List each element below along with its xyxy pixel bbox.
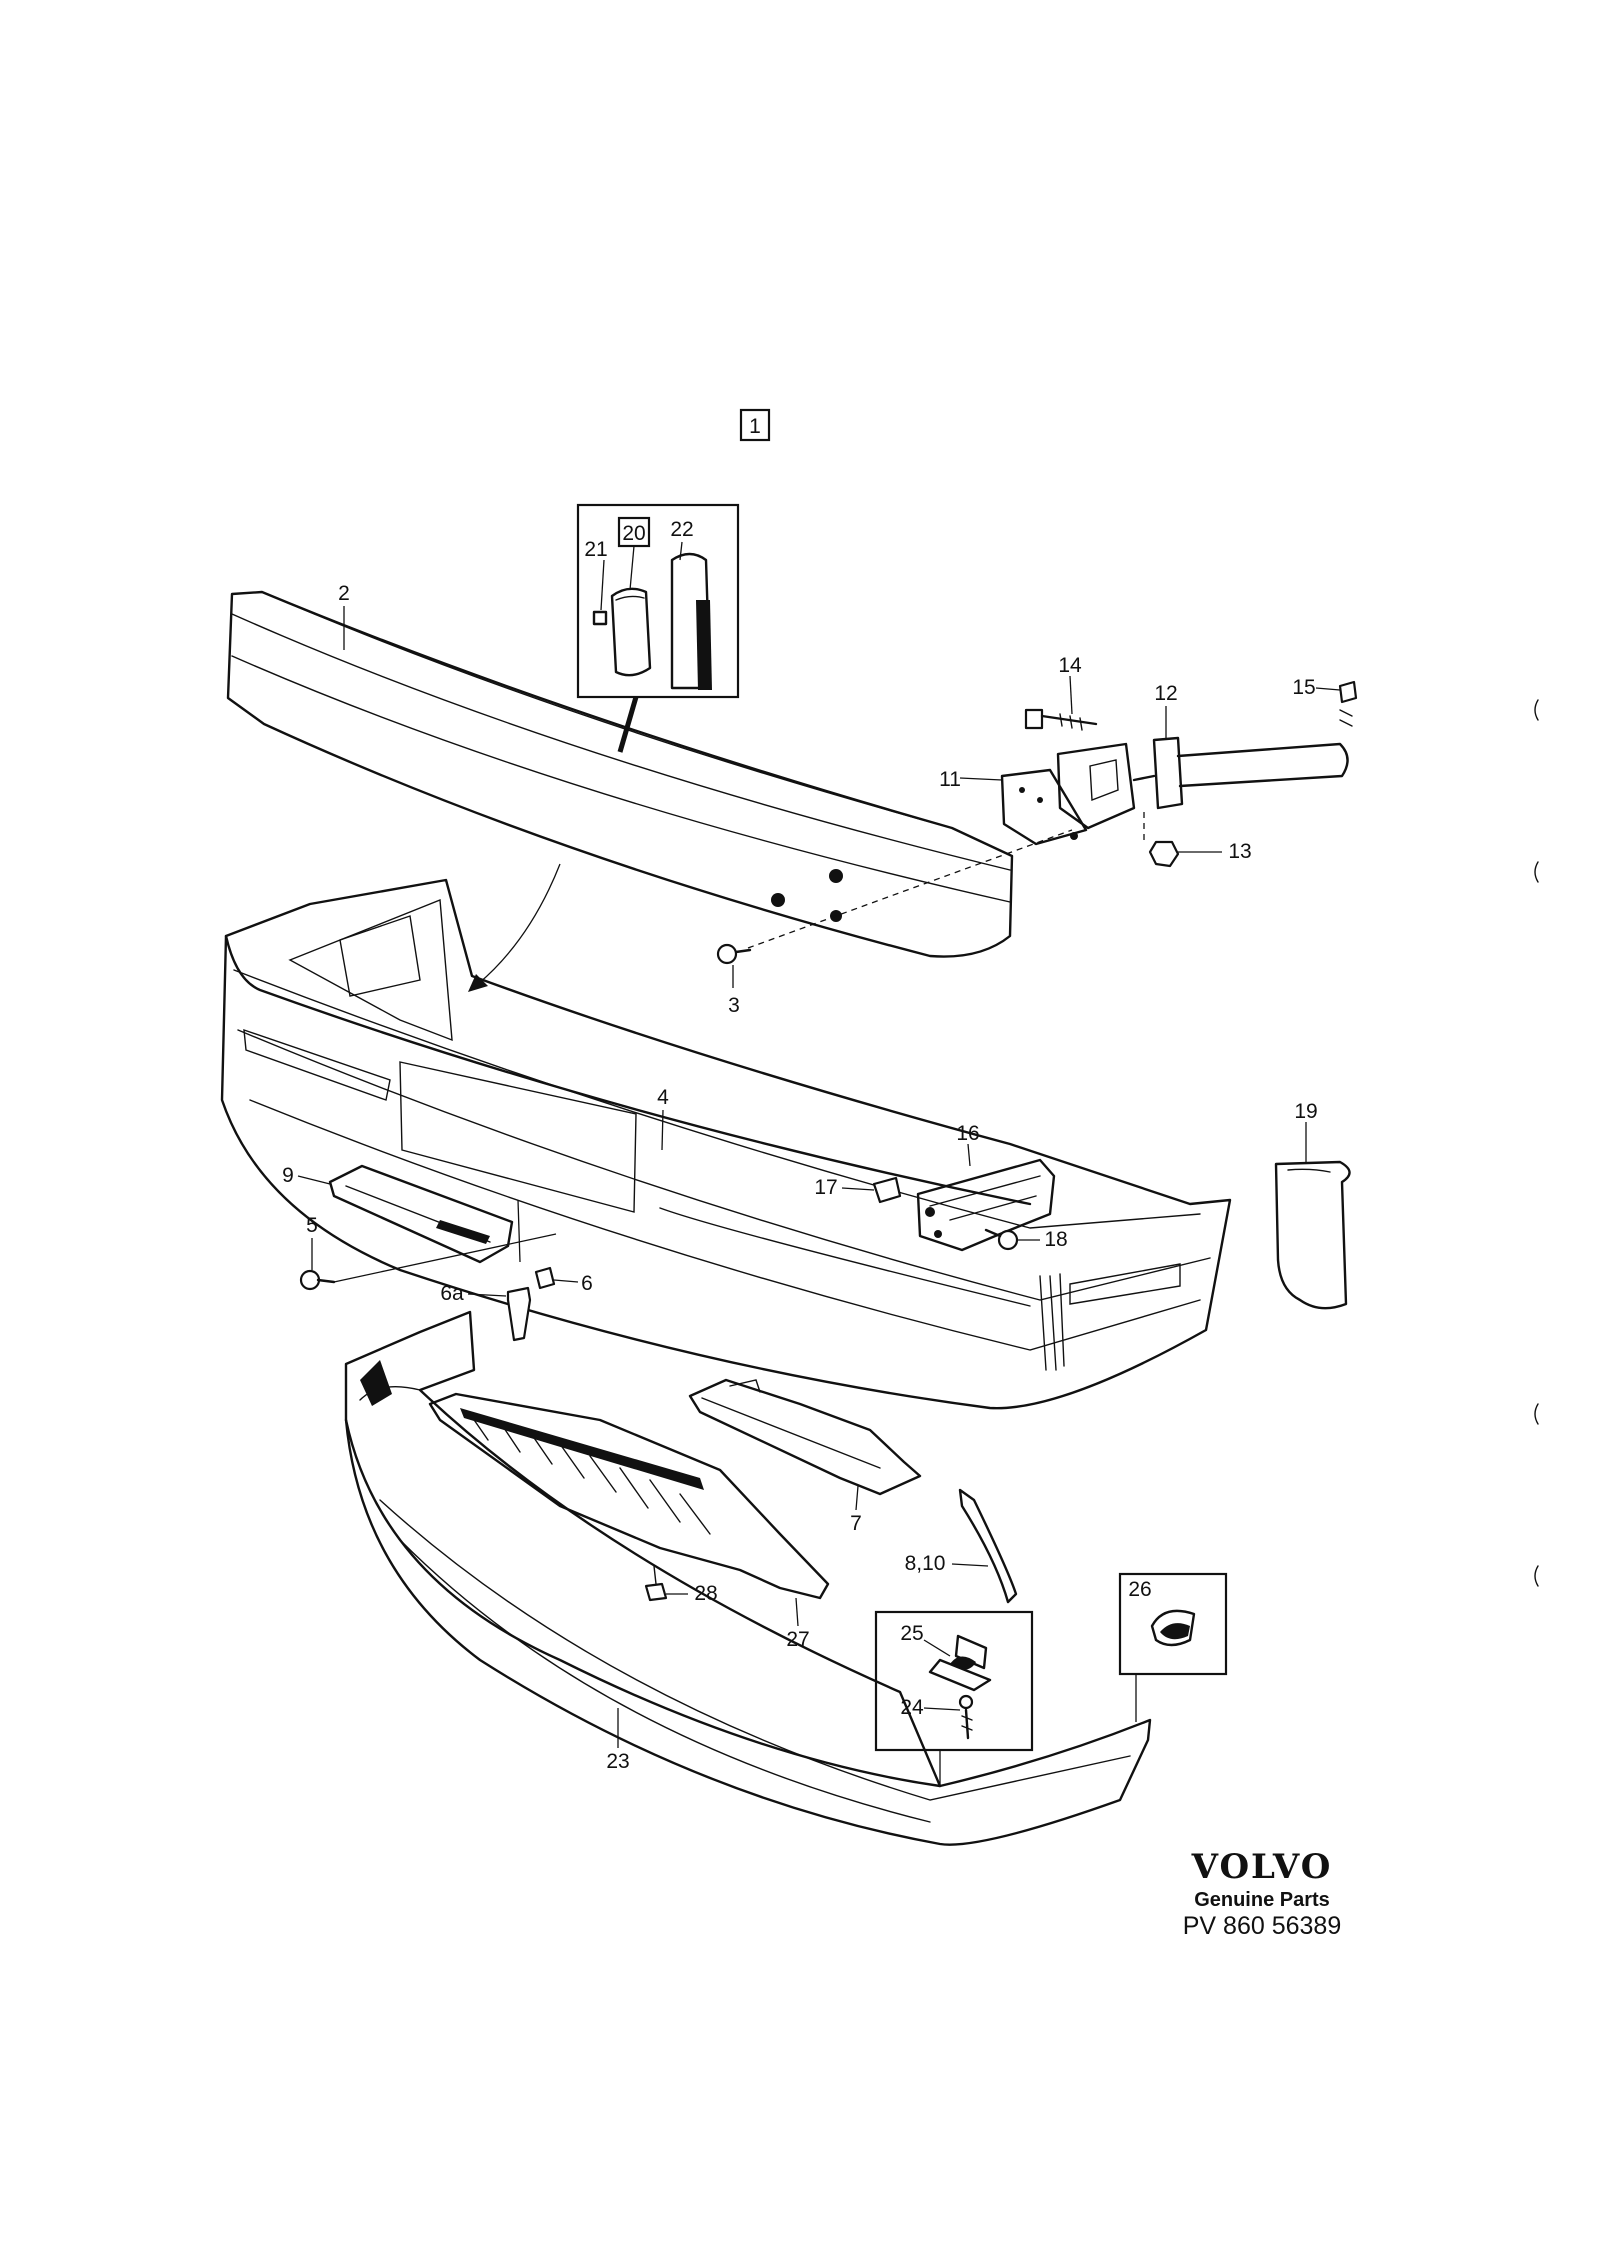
part-16-bracket [916,1143,1056,1252]
label-part-24: 24 [900,1696,924,1719]
assembly-arrow [477,863,561,985]
part-6a-clip [467,1286,532,1342]
inset-pointer [617,696,639,753]
label-part-4: 4 [657,1086,669,1109]
detail-inset-24-25 [874,1610,1034,1752]
part-15-nut [1315,680,1358,727]
part-17-clip [841,1176,902,1204]
label-part-17: 17 [814,1176,837,1199]
label-part-23: 23 [606,1750,629,1773]
label-part-8-10: 8,10 [905,1552,946,1575]
label-part-20: 20 [622,522,645,545]
label-part-2: 2 [338,582,350,605]
label-part-25: 25 [900,1622,923,1645]
assembly-arrow-head [468,974,488,992]
part-28-screw [644,1565,688,1602]
group-number: 1 [749,415,761,438]
label-part-16: 16 [956,1122,979,1145]
part-code: PV 860 56389 [1183,1912,1341,1940]
label-part-3: 3 [728,994,740,1017]
label-part-26: 26 [1128,1578,1151,1601]
label-part-27: 27 [786,1628,809,1651]
label-part-6a: 6a [440,1282,464,1305]
label-part-21: 21 [584,538,607,561]
part-9-guide [297,1164,514,1264]
label-part-19: 19 [1294,1100,1317,1123]
part-4-bumper-cover [220,878,1232,1410]
label-part-22: 22 [670,518,693,541]
detail-inset-20-22 [576,503,740,699]
label-part-14: 14 [1058,654,1082,677]
label-part-15: 15 [1292,676,1315,699]
part-2-reinforcement-beam [226,590,1014,958]
detail-inset-26 [1118,1572,1228,1676]
label-part-12: 12 [1154,682,1177,705]
scan-marks [1534,699,1539,1587]
label-part-6: 6 [581,1272,593,1295]
brand-tagline: Genuine Parts [1194,1889,1330,1911]
part-12-absorber [1056,706,1349,830]
part-7-bracket [688,1378,922,1511]
part-8-10-strip [951,1488,1018,1604]
part-13-nut [1143,812,1222,868]
part-6-clip [517,1199,579,1290]
group-number-box: 1 [739,408,771,442]
part-27-grille [428,1392,830,1627]
part-14-bolt [1024,675,1098,731]
part-23-spoiler [344,1310,1152,1846]
label-part-5: 5 [306,1214,318,1237]
part-3-bolt [716,829,1073,988]
part-11-plate [959,768,1088,846]
part-19-extension [1274,1122,1351,1310]
brand-block: VOLVO Genuine Parts PV 860 56389 [1183,1847,1341,1940]
part-5-screw [299,1233,557,1291]
label-part-13: 13 [1228,840,1251,863]
label-part-18: 18 [1044,1228,1067,1251]
label-part-9: 9 [282,1164,294,1187]
label-part-28: 28 [694,1582,717,1605]
brand-logo: VOLVO [1191,1847,1333,1887]
label-part-7: 7 [850,1512,862,1535]
part-18-screw [984,1228,1040,1251]
label-part-11: 11 [939,768,961,791]
